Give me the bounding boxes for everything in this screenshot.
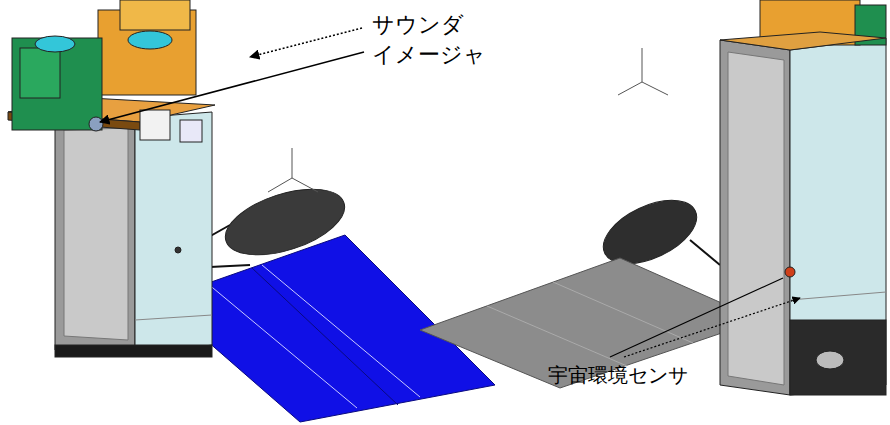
left-satellite (8, 0, 495, 422)
axis-glyph (618, 48, 668, 95)
part-label: 宇宙環境センサ (548, 364, 688, 387)
leader-line (100, 28, 800, 357)
axis-glyph (268, 148, 318, 192)
part-label: サウンダ (372, 12, 464, 37)
part-label: イメージャ (372, 42, 486, 67)
right-satellite (420, 0, 886, 395)
